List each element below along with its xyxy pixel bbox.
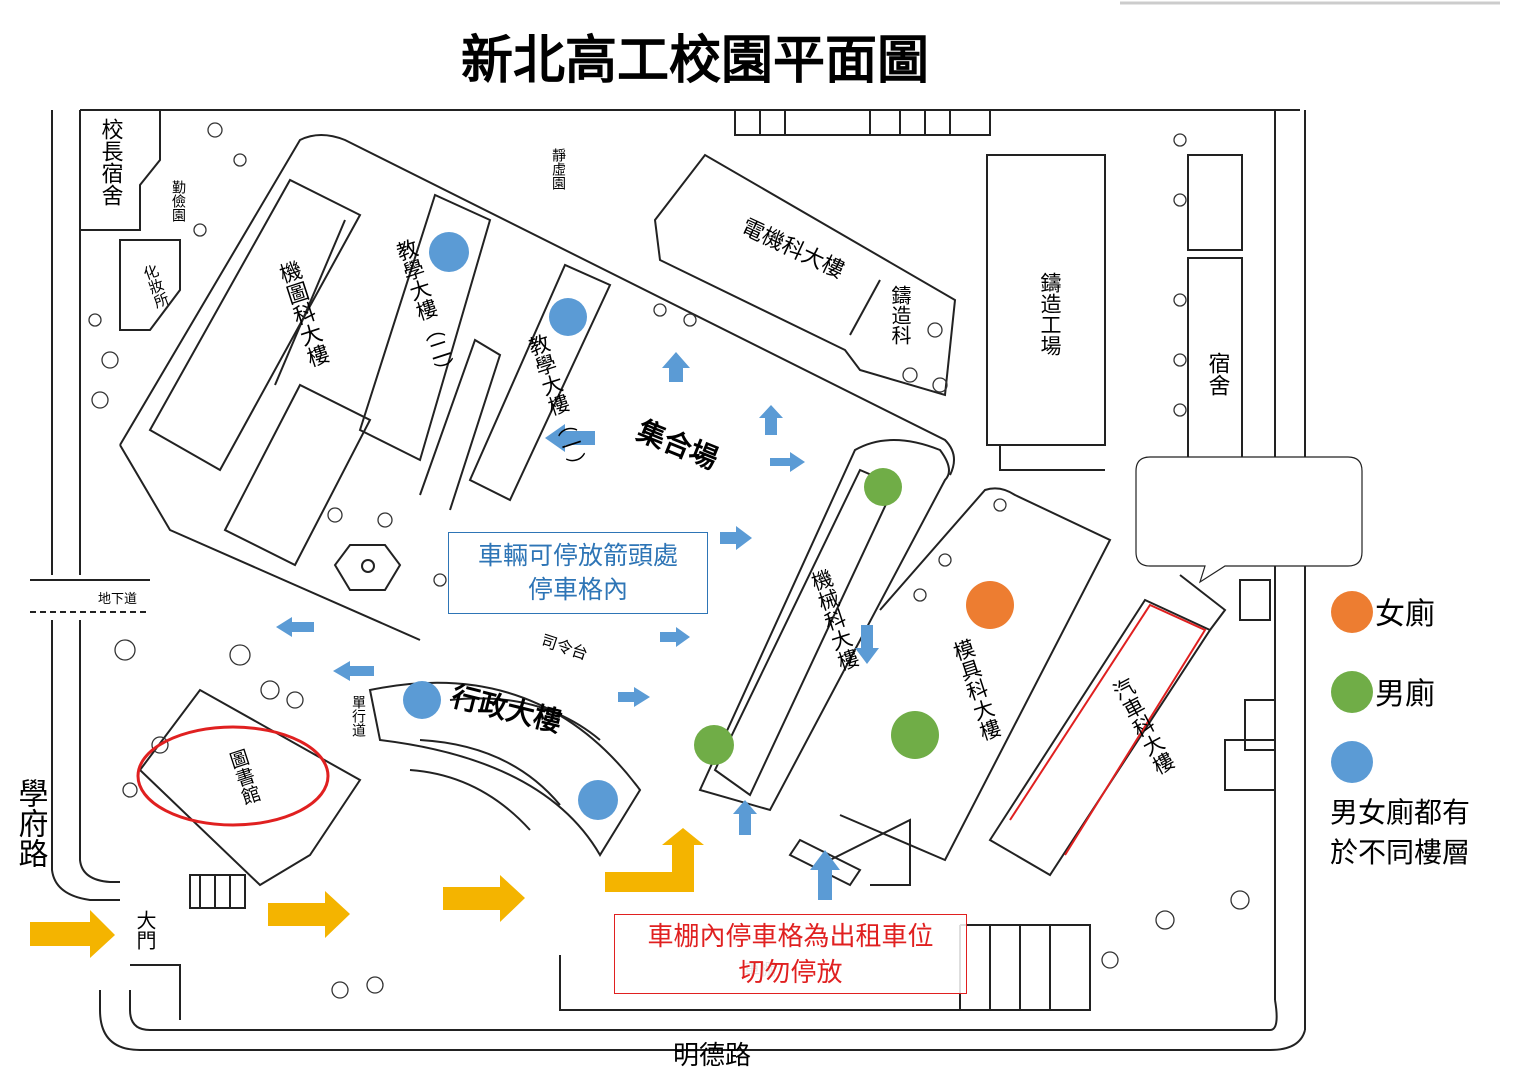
qinjian-garden-label: 勤儉園: [170, 180, 186, 222]
yellow-arrows: [30, 828, 704, 958]
toilet-male-mold: [891, 711, 939, 759]
north-west-block: [119, 134, 957, 641]
gate-label: 大門: [133, 910, 157, 950]
toilet-markers: [403, 232, 1014, 820]
oneway-label: 單行道: [350, 695, 366, 738]
toilet-both-admin: [403, 681, 441, 719]
legend-both-dot: [1331, 741, 1373, 783]
underpass-label: 地下道: [98, 592, 137, 607]
principal-residence-block: [80, 109, 181, 331]
parking-note-box: 車輛可停放箭頭處 停車格內: [448, 532, 708, 614]
legend-male-dot: [1331, 671, 1373, 713]
road-bottom-label: 明德路: [673, 1041, 751, 1071]
toilet-both-teaching1: [549, 298, 587, 336]
map-title: 新北高工校園平面圖: [461, 31, 929, 91]
parking-note-line2: 停車格內: [527, 575, 628, 604]
rental-warning-box: 車棚內停車格為出租車位 切勿停放: [614, 914, 967, 994]
library-label: 圖書館: [225, 747, 264, 808]
toilet-both-teaching2: [429, 232, 469, 272]
admin-label: 行政大樓: [447, 680, 565, 739]
podium-label: 司令台: [539, 631, 591, 664]
library-block: [138, 688, 362, 909]
rental-warning-line1: 車棚內停車格為出租車位: [647, 922, 934, 952]
legend-female-label: 女廁: [1375, 597, 1435, 632]
casting-dept-label: 鑄造科: [888, 285, 912, 345]
toilet-small-label: 化妝所: [140, 262, 172, 311]
principal-residence-label: 校長宿舍: [98, 118, 124, 206]
legend-male-label: 男廁: [1375, 677, 1435, 712]
blue-arrows: [276, 352, 879, 900]
toilet-male-mech1: [864, 468, 902, 506]
electrical-label: 電機科大樓: [737, 215, 847, 284]
assembly-label: 集合場: [631, 414, 722, 476]
mech-drawing-label: 機圖科大樓: [273, 258, 332, 371]
toilet-female-mold: [966, 581, 1014, 629]
road-left-label: 學府路: [13, 778, 48, 868]
legend-female-dot: [1331, 591, 1373, 633]
rental-warning-line2: 切勿停放: [738, 958, 843, 988]
admin-building: [368, 681, 642, 857]
callout-bubble: [1135, 456, 1363, 584]
toilet-male-mech2: [694, 725, 734, 765]
parking-note-line1: 車輛可停放箭頭處: [477, 541, 678, 570]
mold-label: 模具科大樓: [949, 636, 1004, 744]
dormitory-label: 宿舍: [1205, 352, 1231, 396]
toilet-both-admin2: [578, 780, 618, 820]
legend-markers: [1331, 591, 1373, 783]
library-highlight: [136, 725, 330, 827]
boundary-lines: [30, 109, 1306, 1051]
foundry-label: 鑄造工場: [1038, 272, 1062, 356]
legend-both-line1: 男女廁都有: [1330, 796, 1470, 829]
teaching1-label: 教學大樓（一）: [524, 331, 592, 478]
bottom-structures: [130, 110, 1105, 1020]
legend-both-line2: 於不同樓層: [1330, 836, 1470, 869]
jingxu-garden-label: 靜虛園: [550, 148, 566, 190]
podium-hex: [333, 544, 402, 591]
tree-symbols: [88, 122, 1250, 999]
